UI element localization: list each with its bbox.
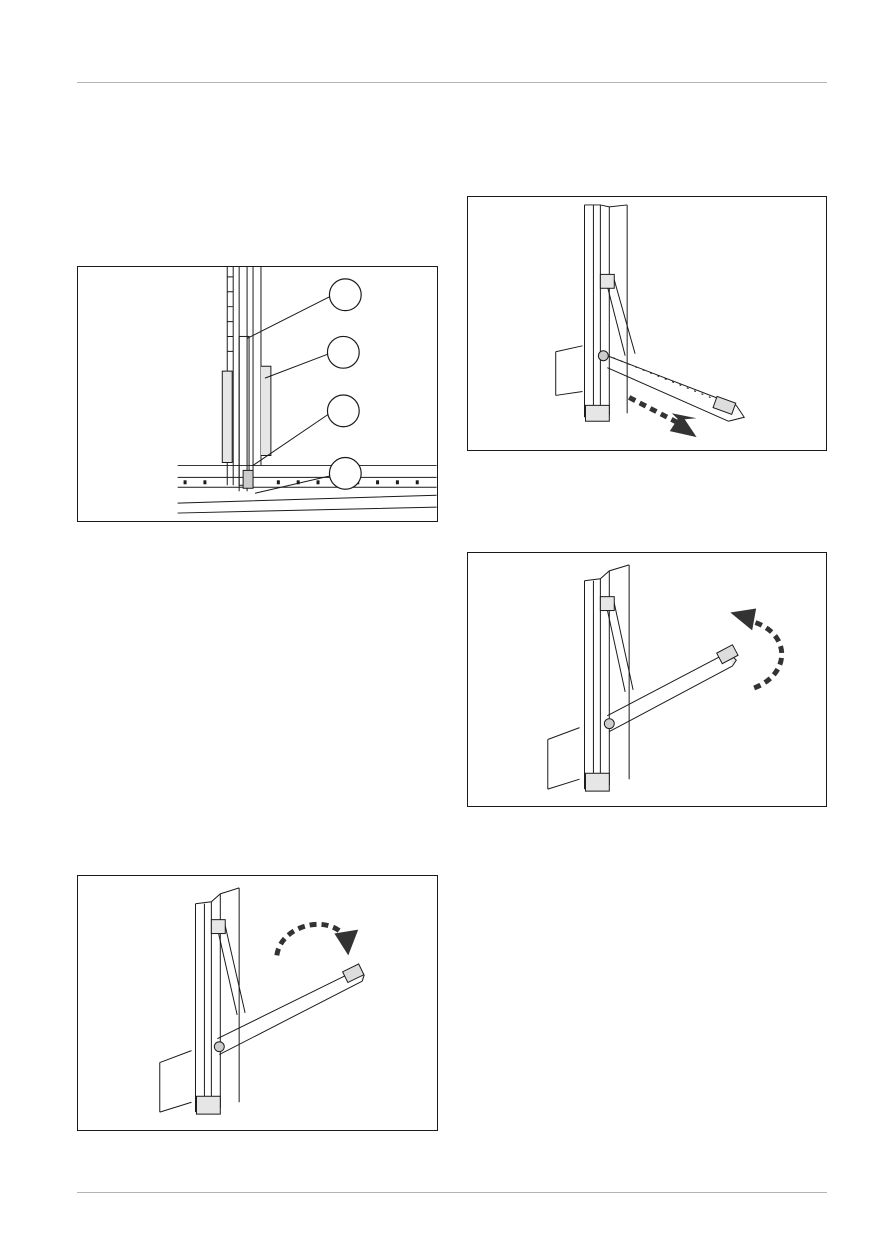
callout-4: [328, 456, 362, 490]
figure-arm-pull-out: [467, 196, 827, 451]
arm-rotate-up-illustration: [547, 564, 785, 792]
callout-2: [326, 335, 360, 369]
figure-arm-rotate-down: [77, 875, 438, 1131]
figure-arm-rotate-up: [467, 552, 827, 807]
callout-1: [328, 278, 362, 312]
rail-detail-illustration: [177, 267, 437, 514]
arm-rotate-down-illustration: [159, 887, 365, 1115]
arm-pull-out-illustration: [555, 204, 746, 438]
footer-rule: [77, 1192, 827, 1193]
callout-3: [326, 394, 360, 428]
header-rule: [77, 82, 827, 83]
figure-rail-detail: [77, 266, 438, 522]
